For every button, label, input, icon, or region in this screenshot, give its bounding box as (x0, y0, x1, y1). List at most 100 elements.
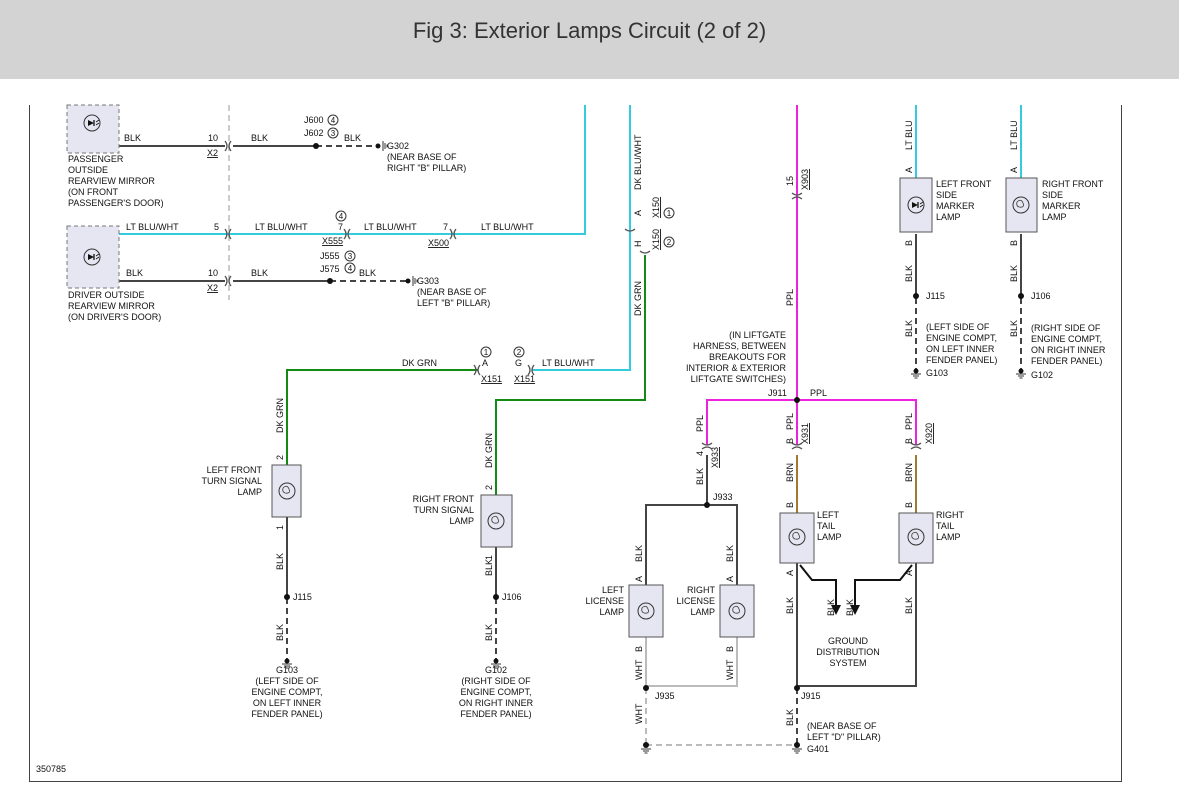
wire-label-ppl: PPL (810, 388, 827, 398)
connector-label: X2 (207, 148, 218, 158)
splice-j915 (794, 685, 800, 691)
splice-j911 (794, 397, 800, 403)
pin-label: A (634, 576, 644, 582)
wire-label-lt-blu-wht: LT BLU/WHT (481, 222, 534, 232)
splice-j115-lower (284, 594, 290, 600)
splice-j115-upper (913, 293, 919, 299)
wire-label-blk: BLK (904, 320, 914, 337)
wire-label-blk: BLK (785, 597, 795, 614)
circled-numbers: 4 3 4 3 4 1 2 1 2 (327, 114, 675, 358)
svg-text:2: 2 (667, 238, 672, 247)
connector-label: X500 (428, 238, 449, 248)
diagram-frame (29, 105, 1122, 782)
wire-blk-right-tail-gds (854, 564, 913, 605)
wire-label-blk: BLK (275, 553, 285, 570)
wire-label-blk: BLK (695, 468, 705, 485)
wire-label-dk-blu-wht: DK BLU/WHT (633, 134, 643, 190)
connector-label: X920 (924, 423, 934, 444)
pass-mirror-box (66, 104, 120, 154)
rf-marker-lamp-box (1005, 177, 1038, 233)
splice-label: J106 (1031, 291, 1051, 301)
pin-label: 7 (338, 222, 343, 232)
wire-label-ppl: PPL (785, 289, 795, 306)
splice-label: J555 (320, 251, 340, 261)
wire-label-blk: BLK (1009, 265, 1019, 282)
splice-j602 (313, 143, 319, 149)
pin-label: A (904, 167, 914, 173)
connector-label: X933 (710, 447, 720, 468)
splice-label: J915 (801, 691, 821, 701)
right-tail-lamp-box (898, 512, 934, 564)
wire-lt-blu-wht-mirror (118, 105, 586, 235)
wire-label-lt-blu-wht: LT BLU/WHT (126, 222, 179, 232)
wire-lt-blu-wht-x151 (532, 105, 631, 371)
components (66, 104, 1038, 638)
wire-label-dk-grn: DK GRN (484, 433, 494, 468)
wire-dk-grn-lf-turn (286, 369, 478, 465)
splice-label: J115 (926, 291, 945, 301)
pin-label: B (1009, 240, 1019, 246)
pin-label: 15 (785, 176, 795, 186)
wire-label-blk: BLK (1009, 320, 1019, 337)
ground-icon (640, 748, 652, 754)
svg-text:4: 4 (348, 264, 353, 273)
wire-blk-right-tail (797, 563, 917, 687)
wire-label-brn: BRN (785, 463, 795, 482)
splice-label: J115 (293, 592, 312, 602)
left-tail-lamp-box (779, 512, 815, 564)
figure-title: Fig 3: Exterior Lamps Circuit (2 of 2) (412, 18, 767, 43)
wire-label-brn: BRN (904, 463, 914, 482)
pin-label: 10 (208, 268, 218, 278)
wire-label-blk: BLK (484, 624, 494, 641)
connector-label: X931 (800, 423, 810, 444)
splice-g102-upper (1018, 368, 1024, 374)
wire-label-dk-grn: DK GRN (275, 398, 285, 433)
splice-label: J911 (768, 388, 787, 398)
connector-label: X150 (651, 229, 661, 250)
wire-label-blk: BLK (725, 545, 735, 562)
wire-label-blk: BLK (484, 559, 494, 576)
wire-blk-license-split (645, 504, 738, 585)
splice-g302 (375, 143, 381, 149)
pin-label: 1 (484, 555, 494, 560)
g102-upper-label: G102 (1031, 370, 1053, 380)
splice-g103-upper (913, 368, 919, 374)
wire-label-blk: BLK (251, 268, 268, 278)
connector-label: X2 (207, 283, 218, 293)
splice-label: J933 (713, 492, 733, 502)
wire-label-blk: BLK (634, 545, 644, 562)
svg-text:2: 2 (517, 348, 522, 357)
wire-label-ppl: PPL (785, 413, 795, 430)
pin-label: 10 (208, 133, 218, 143)
wire-label-blk: BLK (359, 268, 376, 278)
splice-j106-lower (493, 594, 499, 600)
connector-label: X151 (481, 374, 502, 384)
pin-label: B (785, 502, 795, 508)
svg-text:1: 1 (667, 209, 672, 218)
connector-label: X150 (651, 197, 661, 218)
wires (118, 105, 1022, 687)
wire-dk-grn-rf-turn (495, 255, 646, 495)
pin-label: A (1009, 167, 1019, 173)
pin-label: 7 (443, 222, 448, 232)
connector-marks (224, 140, 922, 450)
svg-text:4: 4 (339, 212, 344, 221)
splice-j935 (643, 685, 649, 691)
g401-label: G401 (807, 744, 829, 754)
wire-label-dk-grn: DK GRN (633, 281, 643, 316)
pin-label: H (633, 241, 643, 248)
arrow-left (831, 605, 841, 615)
